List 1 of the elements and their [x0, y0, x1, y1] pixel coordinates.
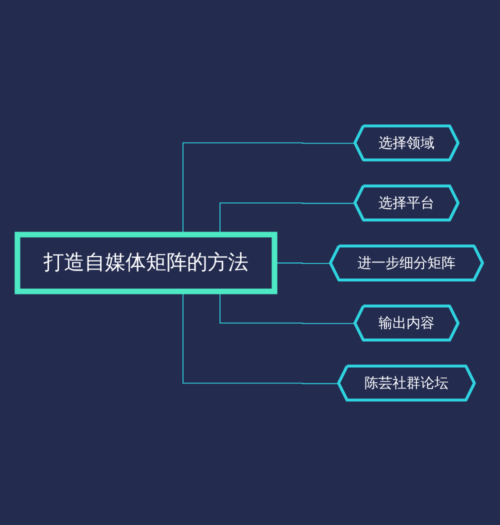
- node-box: 打造自媒体矩阵的方法: [14, 231, 278, 294]
